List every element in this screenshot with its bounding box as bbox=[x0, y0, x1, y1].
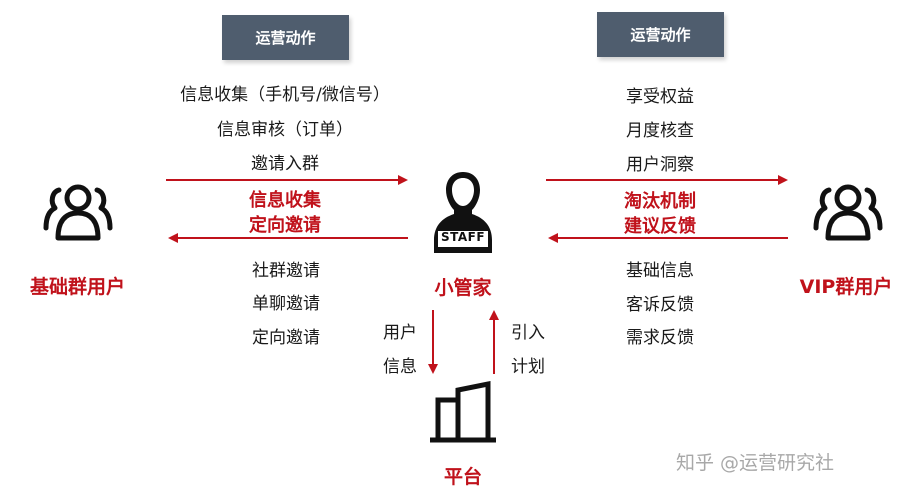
right-action-3: 用户洞察 bbox=[626, 155, 694, 175]
left-arrow-left bbox=[168, 233, 408, 243]
platform-label: 平台 bbox=[443, 466, 482, 488]
left-users-icon bbox=[43, 184, 113, 241]
right-bottom-action-2: 客诉反馈 bbox=[626, 295, 694, 315]
building-icon bbox=[430, 380, 496, 443]
watermark: 知乎 @运营研究社 bbox=[676, 452, 835, 474]
left-arrow-right bbox=[166, 175, 408, 185]
up-arrow bbox=[489, 310, 499, 374]
left-action-3: 邀请入群 bbox=[251, 154, 319, 174]
right-bottom-action-1: 基础信息 bbox=[626, 261, 694, 281]
right-arrow-label-1: 淘汰机制 bbox=[624, 191, 696, 212]
staff-badge: STAFF bbox=[440, 230, 486, 244]
staff-label: 小管家 bbox=[434, 277, 492, 299]
up-flow-label-2: 计划 bbox=[511, 357, 545, 377]
left-header: 运营动作 bbox=[222, 15, 349, 60]
left-user-label: 基础群用户 bbox=[29, 276, 125, 298]
left-bottom-action-2: 单聊邀请 bbox=[252, 294, 320, 314]
down-flow-label-1: 用户 bbox=[383, 323, 417, 343]
down-flow-label-2: 信息 bbox=[383, 357, 417, 377]
right-arrow-label-2: 建议反馈 bbox=[624, 216, 696, 237]
right-arrow-right bbox=[546, 175, 788, 185]
down-arrow bbox=[428, 310, 438, 374]
right-action-1: 享受权益 bbox=[626, 87, 694, 107]
left-bottom-action-1: 社群邀请 bbox=[252, 261, 320, 281]
left-arrow-label-1: 信息收集 bbox=[249, 190, 321, 211]
right-bottom-action-3: 需求反馈 bbox=[626, 328, 694, 348]
staff-person-icon bbox=[434, 172, 492, 253]
right-header: 运营动作 bbox=[597, 12, 724, 57]
left-bottom-action-3: 定向邀请 bbox=[252, 328, 320, 348]
up-flow-label-1: 引入 bbox=[511, 323, 545, 343]
left-action-1: 信息收集（手机号/微信号） bbox=[180, 85, 390, 105]
right-arrow-left bbox=[548, 233, 788, 243]
left-action-2: 信息审核（订单） bbox=[217, 120, 353, 140]
right-action-2: 月度核查 bbox=[626, 121, 694, 141]
right-users-icon bbox=[813, 184, 883, 241]
right-user-label: VIP群用户 bbox=[799, 276, 893, 298]
left-arrow-label-2: 定向邀请 bbox=[249, 215, 321, 236]
